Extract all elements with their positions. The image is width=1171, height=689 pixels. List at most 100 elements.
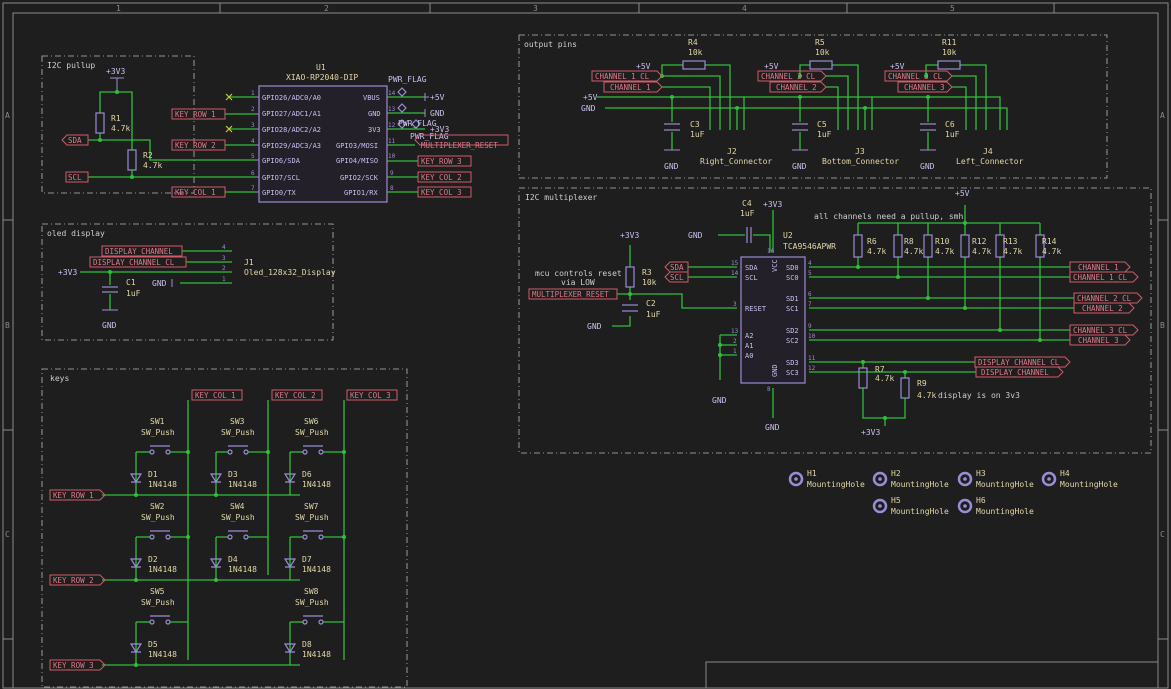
sw1-value: SW_Push <box>141 428 175 437</box>
r6-ref: R6 <box>867 237 877 246</box>
d1-value: 1N4148 <box>148 480 177 489</box>
pwr-flag-1: PWR_FLAG <box>388 75 427 84</box>
out-ch1-cl: CHANNEL_1_CL <box>595 72 650 81</box>
u2-pin-sc3: SC3 <box>786 369 799 377</box>
u1-pin-num-12: 12 <box>388 122 396 129</box>
mux-gnd-addr: GND <box>712 396 727 405</box>
mux-display-note: display is on 3v3 <box>938 391 1020 400</box>
r5-ref: R5 <box>815 38 825 47</box>
frame-row-a: A <box>5 111 10 120</box>
u1-pin-num-1: 1 <box>251 90 255 97</box>
u1-pin-num-13: 13 <box>388 106 396 113</box>
d3-value: 1N4148 <box>228 480 257 489</box>
sw1-ref: SW1 <box>150 417 165 426</box>
h1-value: MountingHole <box>807 480 865 489</box>
frame-col-2: 2 <box>324 4 329 13</box>
h5-ref: H5 <box>891 496 901 505</box>
u2-pin-sd3: SD3 <box>786 359 799 367</box>
sw8-ref: SW8 <box>304 587 319 596</box>
u1-pin-name-14: VBUS <box>363 94 380 102</box>
d4-ref: D4 <box>228 555 238 564</box>
j2-value: Right_Connector <box>700 157 772 166</box>
mux-disp-ch-cl: DISPLAY_CHANNEL_CL <box>978 358 1060 367</box>
u1-5v-label: +5V <box>430 93 445 102</box>
r12-ref: R12 <box>972 237 987 246</box>
j1-value: Oled_128x32_Display <box>244 268 336 277</box>
mux-3v3-vcc: +3V3 <box>763 200 782 209</box>
h3-ref: H3 <box>976 469 986 478</box>
mux-5v-pullups: +5V <box>955 189 970 198</box>
out-gnd-c3: GND <box>664 162 679 171</box>
u1-pin-num-4: 4 <box>251 138 255 145</box>
u2-pin-num-8: 8 <box>767 386 771 393</box>
j3-value: Bottom_Connector <box>822 157 899 166</box>
d2-value: 1N4148 <box>148 565 177 574</box>
r11-value: 10k <box>942 48 957 57</box>
sw5-value: SW_Push <box>141 598 175 607</box>
u2-pin-sc0: SC0 <box>786 274 799 282</box>
frame-row-b-right: B <box>1160 321 1165 330</box>
d6-value: 1N4148 <box>302 480 331 489</box>
c1-value: 1uF <box>126 289 141 298</box>
out-ch2-cl: CHANNEL_2_CL <box>761 72 816 81</box>
u2-pin-num-15: 15 <box>731 260 739 267</box>
r1-value: 4.7k <box>111 124 130 133</box>
scl-label: SCL <box>68 173 82 182</box>
d6-ref: D6 <box>302 470 312 479</box>
out-ch3: CHANNEL_3 <box>904 83 945 92</box>
sw5-ref: SW5 <box>150 587 165 596</box>
section-oled <box>42 224 333 340</box>
section-title-oled: oled display <box>47 229 105 238</box>
u1-pin-num-8: 8 <box>390 185 394 192</box>
frame-row-c-right: C <box>1160 530 1165 539</box>
pwr-flag-2: PWR_FLAG <box>398 119 437 128</box>
sw7-value: SW_Push <box>295 513 329 522</box>
j4-value: Left_Connector <box>956 157 1024 166</box>
keys-col-2: KEY_COL_2 <box>275 391 316 400</box>
u2-pin-num-4: 4 <box>808 260 812 267</box>
u2-pin-num-13: 13 <box>731 328 739 335</box>
r3-value: 10k <box>642 278 657 287</box>
pullup-3v3-label: +3V3 <box>106 67 125 76</box>
mux-3v3-r3: +3V3 <box>620 231 639 240</box>
u1-pin-name-8: GPIO1/RX <box>344 189 379 197</box>
u2-pin-num-10: 10 <box>808 333 816 340</box>
section-title-keys: keys <box>50 374 69 383</box>
u1-pin-name-3: GPIO28/ADC2/A2 <box>262 126 321 134</box>
h4-value: MountingHole <box>1060 480 1118 489</box>
mux-reset: MULTIPLEXER_RESET <box>532 290 609 299</box>
u1-pin-name-2: GPIO27/ADC1/A1 <box>262 110 321 118</box>
j1-pin-3: 3 <box>222 255 226 262</box>
u1-value: XIAO-RP2040-DIP <box>286 73 358 82</box>
u1-pin-name-6: GPIO7/SCL <box>262 174 300 182</box>
mux-3v3-display: +3V3 <box>861 428 880 437</box>
r13-value: 4.7k <box>1003 247 1022 256</box>
mux-ch1-cl: CHANNEL_1_CL <box>1073 273 1128 282</box>
u1-pin-num-7: 7 <box>251 185 255 192</box>
r11-ref: R11 <box>942 38 957 47</box>
u2-pin-num-16: 16 <box>767 248 775 255</box>
keys-matrix <box>102 400 344 665</box>
keys-col-3: KEY_COL_3 <box>350 391 391 400</box>
sw8-value: SW_Push <box>295 598 329 607</box>
r2-ref: R2 <box>143 151 153 160</box>
d8-value: 1N4148 <box>302 650 331 659</box>
r8-value: 4.7k <box>904 247 923 256</box>
j2-ref: J2 <box>727 147 737 156</box>
out-5v-2: +5V <box>764 62 779 71</box>
u2-pin-reset: RESET <box>745 305 767 313</box>
u2-pin-num-5: 5 <box>808 270 812 277</box>
h5-value: MountingHole <box>891 507 949 516</box>
frame-col-5: 5 <box>950 4 955 13</box>
mux-ch2-cl: CHANNEL_2_CL <box>1077 294 1132 303</box>
r4-ref: R4 <box>688 38 698 47</box>
u1-pin-name-1: GPIO26/ADC0/A0 <box>262 94 321 102</box>
mux-gnd-c4: GND <box>688 231 703 240</box>
u2-pin-sd1: SD1 <box>786 295 799 303</box>
u2-pin-scl: SCL <box>745 274 758 282</box>
d1-ref: D1 <box>148 470 158 479</box>
u1-key-col-3: KEY_COL_3 <box>421 188 462 197</box>
j1-pin-2: 2 <box>222 265 226 272</box>
frame-col-3: 3 <box>533 4 538 13</box>
u1-ref: U1 <box>316 63 326 72</box>
